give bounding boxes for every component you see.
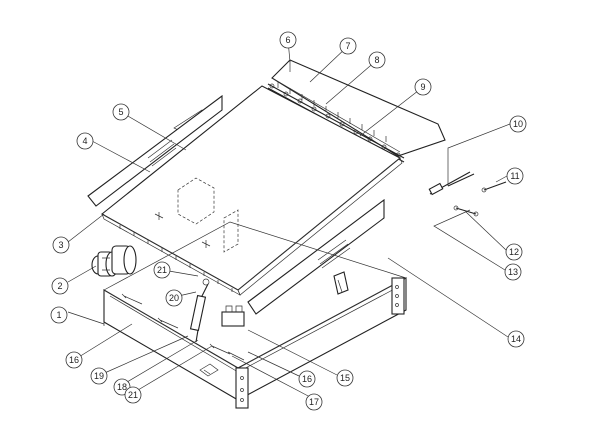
svg-text:21: 21: [128, 390, 138, 400]
callout-14: 14: [507, 330, 525, 348]
frame-bolts: [121, 293, 245, 361]
deck-plate: [101, 85, 403, 296]
callout-21-bottom: 21: [124, 386, 142, 404]
svg-text:19: 19: [94, 371, 104, 381]
left-side-skirt: [87, 94, 223, 207]
svg-text:9: 9: [420, 82, 425, 92]
svg-text:12: 12: [509, 247, 519, 257]
callout-19: 19: [90, 367, 108, 385]
callout-1: 1: [50, 306, 68, 324]
svg-text:11: 11: [510, 171, 519, 181]
svg-text:20: 20: [169, 293, 179, 303]
right-side-skirt: [247, 198, 385, 315]
callout-9: 9: [414, 78, 432, 96]
svg-text:7: 7: [345, 41, 350, 51]
lift-cylinder: [189, 278, 210, 343]
hinge-pin-assembly: [428, 171, 475, 196]
svg-text:14: 14: [511, 334, 521, 344]
svg-text:15: 15: [340, 373, 350, 383]
svg-text:4: 4: [82, 136, 87, 146]
callout-8: 8: [368, 51, 386, 69]
svg-text:16: 16: [69, 355, 79, 365]
svg-text:10: 10: [513, 119, 523, 129]
svg-text:16: 16: [302, 374, 312, 384]
svg-text:8: 8: [374, 55, 379, 65]
callout-21-top: 21: [153, 261, 171, 279]
maintenance-strut: [333, 271, 349, 295]
svg-text:17: 17: [309, 397, 319, 407]
callout-5: 5: [112, 103, 130, 121]
frame-pit-box: [103, 221, 407, 409]
svg-text:2: 2: [57, 281, 62, 291]
callout-10: 10: [509, 115, 527, 133]
callout-16-right: 16: [298, 370, 316, 388]
svg-text:1: 1: [56, 310, 61, 320]
pin-washer: [453, 205, 479, 217]
callout-11: 11: [506, 167, 524, 185]
callout-2: 2: [51, 277, 69, 295]
callout-3: 3: [52, 236, 70, 254]
callout-12: 12: [505, 243, 523, 261]
svg-text:6: 6: [285, 35, 290, 45]
callout-7: 7: [339, 37, 357, 55]
callout-6: 6: [279, 31, 297, 49]
callout-4: 4: [76, 132, 94, 150]
svg-text:21: 21: [157, 265, 167, 275]
svg-text:13: 13: [508, 267, 518, 277]
svg-text:5: 5: [118, 107, 123, 117]
svg-text:3: 3: [58, 240, 63, 250]
hydraulic-power-unit: [91, 245, 137, 277]
pin-small: [481, 181, 507, 193]
callout-13: 13: [504, 263, 522, 281]
callout-17: 17: [305, 393, 323, 411]
callout-16-left: 16: [65, 351, 83, 369]
callout-20: 20: [165, 289, 183, 307]
rear-hinge-bracket: [221, 305, 245, 327]
callout-15: 15: [336, 369, 354, 387]
svg-text:18: 18: [117, 382, 127, 392]
